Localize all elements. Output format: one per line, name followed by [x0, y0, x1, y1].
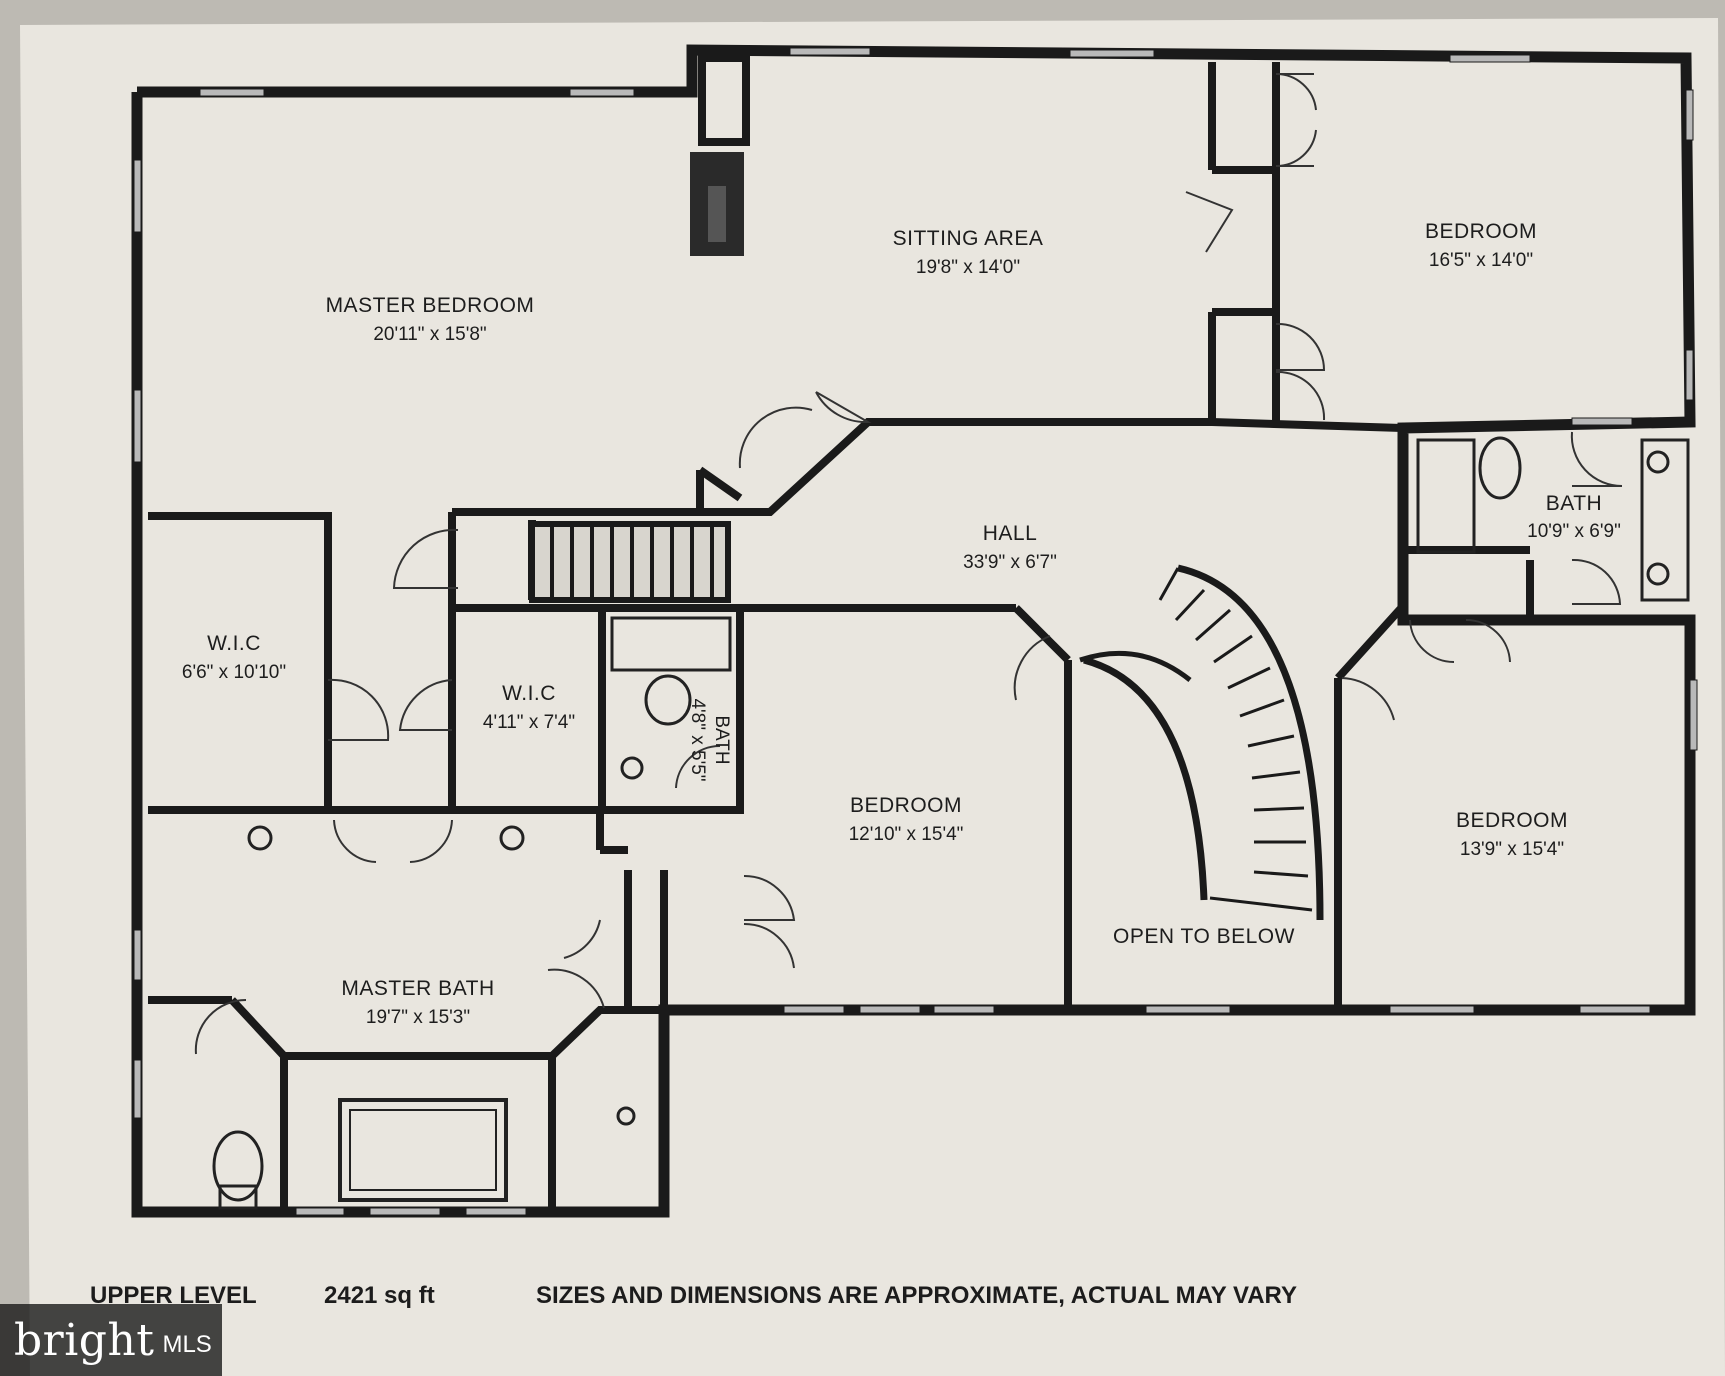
master-bedroom-dim: 20'11" x 15'8" [373, 324, 486, 345]
bedroom-mid-label: BEDROOM [850, 794, 962, 817]
watermark-brand: bright [14, 1314, 155, 1366]
open-arch [1079, 650, 1192, 682]
bedroom-se-dim: 13'9" x 15'4" [1460, 839, 1564, 860]
bath-small-dim: 4'8" x 5'5" [687, 698, 708, 781]
hall-dim: 33'9" x 6'7" [963, 552, 1057, 573]
bedroom-se-label: BEDROOM [1456, 809, 1568, 832]
curved-stairs [1083, 564, 1324, 921]
bedroom-mid-dim: 12'10" x 15'4" [849, 824, 964, 845]
paper-sheet [20, 18, 1725, 1376]
bedroom-ne-label: BEDROOM [1425, 220, 1537, 243]
wic-left-label: W.I.C [207, 632, 261, 655]
wic-left-dim: 6'6" x 10'10" [182, 662, 286, 683]
wic-mid-dim: 4'11" x 7'4" [483, 712, 575, 733]
bright-mls-watermark: bright MLS [0, 1304, 222, 1376]
wic-mid-label: W.I.C [502, 682, 556, 705]
master-bath-label: MASTER BATH [341, 977, 494, 1000]
sitting-area-label: SITTING AREA [893, 227, 1044, 250]
master-bath-dim: 19'7" x 15'3" [366, 1007, 470, 1028]
watermark-suffix: MLS [162, 1331, 212, 1358]
bath-e-dim: 10'9" x 6'9" [1527, 521, 1621, 542]
sitting-area-dim: 19'8" x 14'0" [916, 257, 1020, 278]
room-labels: MASTER BEDROOM 20'11" x 15'8" SITTING AR… [182, 220, 1621, 1028]
hall-label: HALL [983, 522, 1038, 545]
footer-disclaimer: SIZES AND DIMENSIONS ARE APPROXIMATE, AC… [536, 1282, 1297, 1309]
bedroom-ne-dim: 16'5" x 14'0" [1429, 250, 1533, 271]
bath-e-label: BATH [1546, 492, 1602, 515]
open-to-below-label: OPEN TO BELOW [1113, 925, 1295, 948]
master-bedroom-label: MASTER BEDROOM [326, 294, 535, 317]
windows [133, 47, 1698, 1216]
doors [194, 72, 1623, 1055]
fixtures [212, 436, 1690, 1210]
bath-small-label: BATH [711, 715, 732, 764]
footer-area: 2421 sq ft [324, 1282, 435, 1309]
straight-stairs [529, 521, 731, 603]
